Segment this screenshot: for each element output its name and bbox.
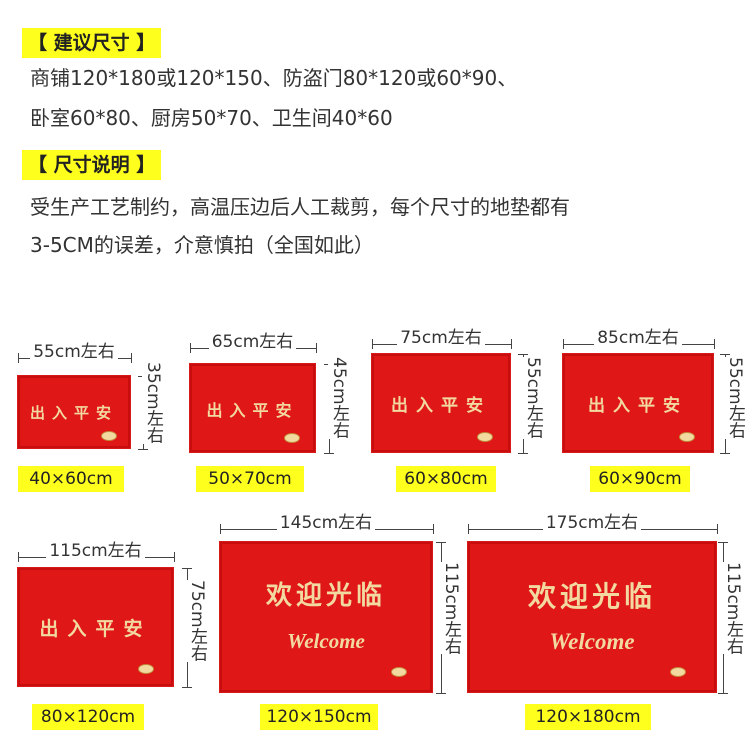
mat-7-slogan: 欢迎光临 — [527, 580, 656, 613]
mat-6-width-text: 145cm左右 — [276, 513, 376, 533]
mat-6-width-label: 145cm左右 — [220, 512, 432, 534]
mat-2-logo-icon — [284, 433, 300, 443]
mat-5-width-label: 115cm左右 — [18, 540, 173, 562]
mat-4-width-text: 85cm左右 — [594, 328, 682, 348]
mat-1-width-label: 55cm左右 — [18, 341, 130, 363]
mat-4-size-label: 60×90cm — [590, 466, 690, 492]
mat-3-size-label: 60×80cm — [396, 466, 496, 492]
mat-3-logo-icon — [477, 432, 493, 442]
mat-2-size-label: 50×70cm — [196, 466, 304, 492]
mat-3-height-label: 55cm左右 — [522, 357, 544, 439]
mat-2: 出入平安 — [190, 364, 315, 452]
mat-3-slogan: 出入平安 — [391, 396, 491, 416]
size-note-line-2: 3-5CM的误差，介意慎拍（全国如此） — [30, 233, 374, 257]
mat-6-slogan: 欢迎光临 — [265, 581, 386, 611]
mat-6-height-label: 115cm左右 — [440, 562, 462, 655]
mat-1: 出入平安 — [18, 376, 130, 448]
mat-3-width-label: 75cm左右 — [372, 327, 510, 349]
mat-7-width-text: 175cm左右 — [542, 513, 642, 533]
mat-4-height-label: 55cm左右 — [724, 357, 746, 439]
mat-3-width-text: 75cm左右 — [397, 328, 485, 348]
mat-6-logo-icon — [391, 667, 407, 677]
size-note-line-1: 受生产工艺制约，高温压边后人工裁剪，每个尺寸的地垫都有 — [30, 195, 570, 219]
mat-6-welcome-text: Welcome — [287, 629, 365, 653]
mat-1-width-text: 55cm左右 — [30, 342, 118, 362]
suggested-size-line-1: 商铺120*180或120*150、防盗门80*120或60*90、 — [30, 66, 518, 90]
mat-2-width-text: 65cm左右 — [208, 332, 297, 352]
mat-7-width-label: 175cm左右 — [468, 512, 716, 534]
mat-3: 出入平安 — [372, 354, 510, 452]
mat-7-welcome-text: Welcome — [549, 629, 635, 654]
mat-2-width-label: 65cm左右 — [190, 331, 315, 353]
mat-4: 出入平安 — [563, 354, 713, 452]
mat-2-slogan: 出入平安 — [206, 401, 299, 420]
mat-5-slogan: 出入平安 — [39, 618, 152, 640]
mat-6: 欢迎光临 Welcome — [220, 542, 432, 692]
mat-4-slogan: 出入平安 — [588, 396, 688, 416]
mat-2-height-label: 45cm左右 — [328, 357, 350, 439]
mat-5-logo-icon — [138, 664, 154, 674]
mat-5-height-label: 75cm左右 — [186, 580, 208, 662]
mat-5-size-label: 80×120cm — [32, 704, 144, 730]
mat-7-height-label: 115cm左右 — [722, 562, 744, 655]
size-note-tag: 【 尺寸说明 】 — [22, 150, 162, 180]
suggested-size-tag: 【 建议尺寸 】 — [22, 28, 162, 58]
mat-7-logo-icon — [670, 667, 686, 677]
mat-1-slogan: 出入平安 — [29, 404, 118, 422]
mat-5-width-text: 115cm左右 — [46, 541, 145, 561]
mat-1-logo-icon — [101, 431, 117, 441]
mat-5: 出入平安 — [18, 568, 173, 686]
mat-7: 欢迎光临 Welcome — [468, 542, 716, 692]
mat-6-size-label: 120×150cm — [260, 704, 378, 730]
mat-7-size-label: 120×180cm — [525, 704, 651, 730]
mat-1-size-label: 40×60cm — [18, 466, 124, 492]
mat-4-width-label: 85cm左右 — [563, 327, 713, 349]
mat-4-logo-icon — [679, 432, 695, 442]
suggested-size-line-2: 卧室60*80、厨房50*70、卫生间40*60 — [30, 106, 393, 130]
mat-1-height-label: 35cm左右 — [142, 362, 164, 444]
